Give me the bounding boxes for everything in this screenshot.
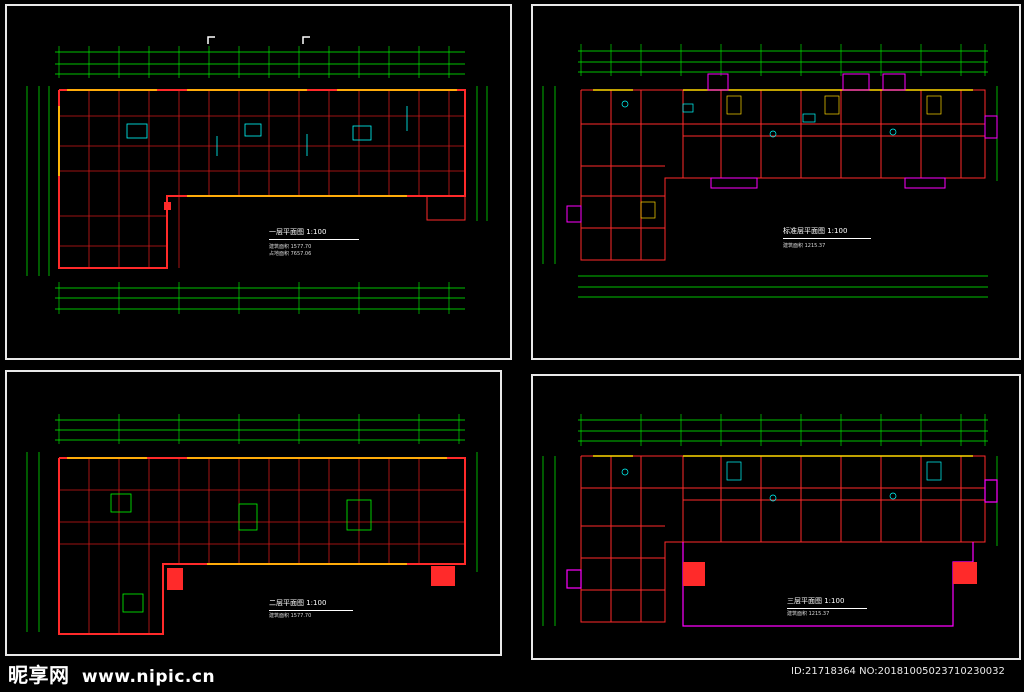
window-marks (67, 457, 447, 565)
plan-title-text: 三层平面图 1:100 (787, 597, 845, 605)
area-note-secondary: 占地面积 7657.06 (269, 251, 312, 257)
terrace-outline (566, 479, 998, 627)
fixtures (621, 100, 897, 138)
plan-title-text: 二层平面图 1:100 (269, 599, 327, 607)
area-note: 建筑面积 1577.70 (269, 244, 312, 250)
annex-outline (426, 196, 466, 221)
area-note: 建筑面积 1215.37 (783, 243, 826, 249)
drawing-sheet-first-floor: 一层平面图 1:100 建筑面积 1577.70 占地面积 7657.06 (5, 4, 512, 360)
dimension-lines (26, 419, 478, 632)
title-underline (269, 610, 353, 611)
title-underline (269, 239, 359, 240)
watermark-brand: 昵享网 (8, 663, 70, 687)
plan-title-text: 标准层平面图 1:100 (783, 227, 848, 235)
fixtures (126, 106, 408, 156)
plan-title-text: 一层平面图 1:100 (269, 228, 327, 236)
floor-plan-first-floor (26, 36, 488, 314)
drawing-sheet-standard-floor: 标准层平面图 1:100 建筑面积 1215.37 (531, 4, 1021, 360)
room-walls (580, 89, 986, 261)
balcony-outlines (566, 73, 998, 223)
site-watermark: 昵享网 www.nipic.cn (8, 659, 215, 688)
grid-axis-ticks (580, 44, 986, 76)
structural-grid (59, 458, 465, 634)
grid-axis-ticks (58, 46, 450, 314)
title-underline (783, 238, 871, 239)
floor-plan-second-floor (26, 414, 478, 635)
plan-title: 一层平面图 1:100 (269, 227, 359, 240)
exterior-walls (58, 457, 466, 635)
corner-marks (207, 36, 310, 44)
area-note: 建筑面积 1577.70 (269, 613, 312, 619)
dimension-lines (26, 51, 488, 310)
drawing-sheet-third-floor: 三层平面图 1:100 建筑面积 1215.37 (531, 374, 1021, 660)
floor-plan-standard-floor (542, 44, 998, 298)
image-id-label: ID:21718364 NO:20181005023710230032 (791, 666, 1005, 677)
title-underline (787, 608, 867, 609)
floor-plan-third-floor (542, 414, 998, 627)
plan-title: 标准层平面图 1:100 (783, 226, 871, 239)
plan-title: 三层平面图 1:100 (787, 596, 867, 609)
stair-hatches (683, 562, 977, 586)
room-walls (580, 455, 986, 623)
exterior-walls (58, 89, 466, 269)
stair-blocks (110, 493, 372, 613)
area-note: 建筑面积 1215.37 (787, 611, 830, 617)
entry-marks (164, 202, 171, 210)
grid-axis-ticks (58, 414, 460, 444)
stair-blocks (640, 95, 942, 219)
drawing-sheet-second-floor: 二层平面图 1:100 建筑面积 1577.70 (5, 370, 502, 656)
stair-hatches (167, 566, 455, 590)
window-marks (58, 89, 457, 197)
fixtures (621, 461, 942, 502)
dimension-lines (542, 50, 998, 298)
plan-title: 二层平面图 1:100 (269, 598, 353, 611)
grid-axis-ticks (580, 414, 986, 446)
watermark-url: www.nipic.cn (81, 667, 216, 687)
structural-grid (58, 90, 465, 268)
